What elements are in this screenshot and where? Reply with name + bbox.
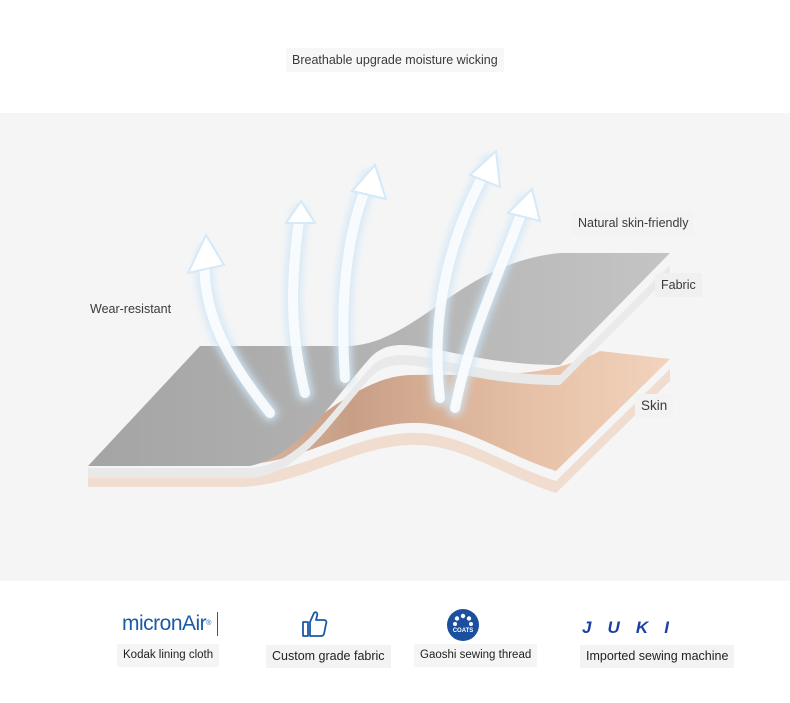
- label-wear-resistant: Wear-resistant and breathable: [90, 302, 172, 316]
- top-caption: Breathable upgrade moisture wicking: [286, 48, 504, 72]
- skin-layer-edge: [88, 369, 670, 493]
- fabric-layer: [88, 253, 670, 466]
- breathing-arrows: [186, 148, 542, 421]
- micronair-logo: micronAir®: [122, 612, 218, 636]
- label-skin: Skin: [635, 394, 674, 418]
- fabric-layers-illustration: [88, 148, 670, 493]
- thumbs-up-icon: [302, 611, 328, 637]
- feature-caption-kodak: Kodak lining cloth: [117, 644, 220, 667]
- label-fabric: Fabric: [655, 273, 702, 297]
- svg-text:COATS: COATS: [453, 628, 474, 634]
- label-natural-skin-friendly: Natural skin-friendly: [572, 211, 695, 235]
- feature-caption-custom-fabric: Custom grade fabric: [266, 645, 391, 668]
- coats-logo: COATS: [447, 609, 479, 641]
- feature-caption-gaoshi-thread: Gaoshi sewing thread: [414, 644, 538, 667]
- juki-logo: JUKI: [582, 619, 672, 635]
- svg-text:JUKI: JUKI: [582, 619, 672, 635]
- feature-caption-imported-machine: Imported sewing machine: [580, 645, 735, 668]
- layer-illustration-panel: Wear-resistant and breathable Natural sk…: [0, 113, 790, 581]
